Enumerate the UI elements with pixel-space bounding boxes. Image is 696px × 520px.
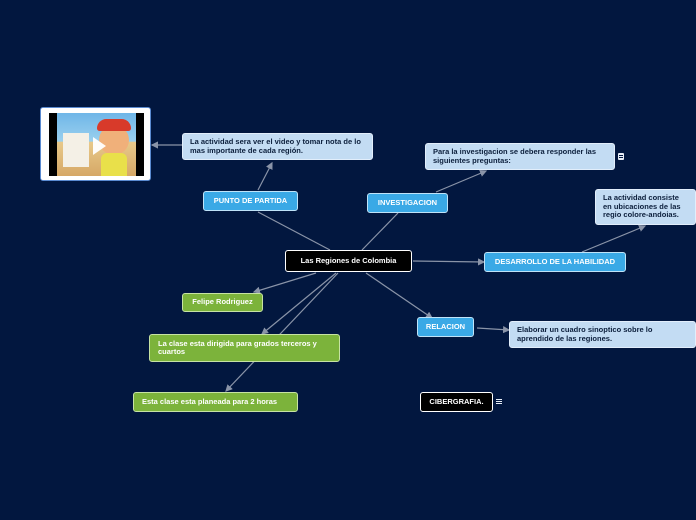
- desarrollo-note[interactable]: La actividad consiste en ubicaciones de …: [595, 189, 696, 225]
- list-icon[interactable]: [496, 398, 502, 405]
- link-central-grados: [261, 272, 337, 335]
- felipe-rodriguez-node[interactable]: Felipe Rodriguez: [182, 293, 263, 312]
- link-central-punto: [257, 211, 331, 251]
- investigacion-note[interactable]: Para la investigacion se debera responde…: [425, 143, 615, 170]
- link-central-felipe: [252, 272, 317, 294]
- link-central-relacion: [365, 272, 433, 319]
- play-icon[interactable]: [93, 137, 106, 155]
- link-investigacion-note: [435, 170, 488, 193]
- link-desarrollo-note: [581, 224, 647, 253]
- link-central-horas: [225, 272, 339, 392]
- relacion-node[interactable]: RELACION: [417, 317, 474, 337]
- relacion-note[interactable]: Elaborar un cuadro sinoptico sobre lo ap…: [509, 321, 696, 348]
- investigacion-node[interactable]: INVESTIGACION: [367, 193, 448, 213]
- link-punto-note: [257, 161, 273, 191]
- clase-horas-node[interactable]: Esta clase esta planeada para 2 horas: [133, 392, 298, 412]
- link-central-investigacion: [361, 212, 399, 251]
- punto-de-partida-note[interactable]: La actividad sera ver el video y tomar n…: [182, 133, 373, 160]
- clase-grados-node[interactable]: La clase esta dirigida para grados terce…: [149, 334, 340, 362]
- central-topic[interactable]: Las Regiones de Colombia: [285, 250, 412, 272]
- video-frame: [49, 113, 144, 176]
- link-central-desarrollo: [412, 258, 486, 266]
- link-relacion-note: [476, 326, 511, 334]
- note-icon[interactable]: [618, 153, 624, 160]
- punto-de-partida-node[interactable]: PUNTO DE PARTIDA: [203, 191, 298, 211]
- desarrollo-node[interactable]: DESARROLLO DE LA HABILIDAD: [484, 252, 626, 272]
- cibergrafia-node[interactable]: CIBERGRAFIA.: [420, 392, 493, 412]
- video-thumbnail[interactable]: [40, 107, 151, 181]
